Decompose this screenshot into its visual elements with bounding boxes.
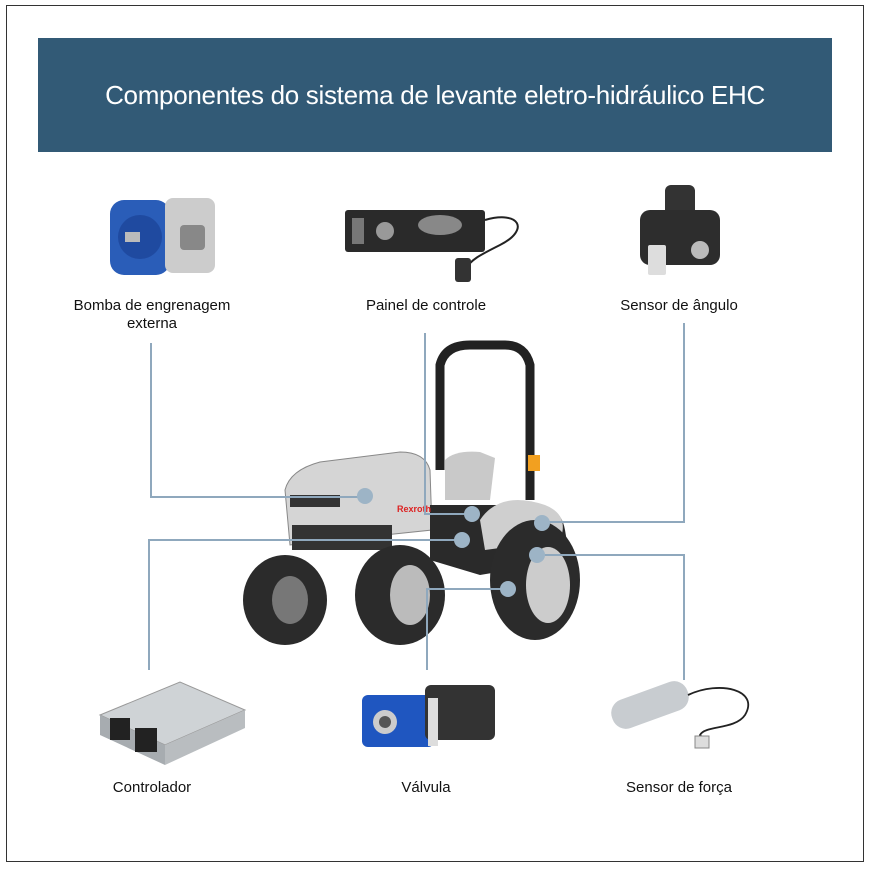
label-angle-sensor: Sensor de ângulo: [620, 297, 738, 314]
dot-angle: [534, 515, 550, 531]
page-title: Componentes do sistema de levante eletro…: [105, 79, 765, 110]
control-panel-icon: [345, 210, 519, 282]
force-sensor-icon: [611, 681, 750, 749]
label-pump: Bomba de engrenagem externa: [73, 297, 231, 332]
label-panel: Painel de controle: [365, 297, 487, 314]
title-banner: Componentes do sistema de levante eletro…: [38, 38, 832, 152]
rexroth-logo: Rexroth: [397, 504, 431, 514]
dot-force: [529, 547, 545, 563]
diagram-frame: [6, 5, 864, 862]
connector-lines: [148, 323, 685, 680]
gear-pump-icon: [110, 198, 215, 275]
dot-controller: [454, 532, 470, 548]
valve-icon: [362, 685, 495, 747]
dot-valve: [500, 581, 516, 597]
connection-dots: [357, 488, 550, 597]
tractor-image: Rexroth: [243, 340, 580, 645]
label-force-sensor: Sensor de força: [626, 779, 732, 796]
angle-sensor-icon: [640, 185, 720, 275]
label-controller: Controlador: [112, 779, 192, 796]
dot-pump: [357, 488, 373, 504]
controller-icon: [98, 681, 247, 765]
label-valve: Válvula: [401, 779, 451, 796]
dot-panel: [464, 506, 480, 522]
